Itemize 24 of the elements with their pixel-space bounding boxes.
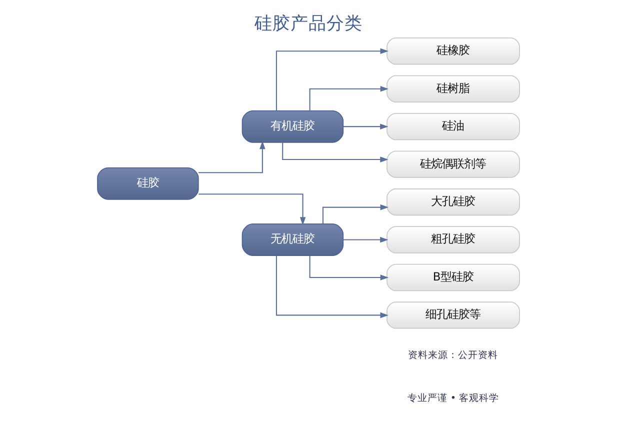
- arrow: [276, 256, 389, 318]
- arrow: [309, 256, 389, 280]
- arrow: [343, 124, 388, 130]
- node-box: 无机硅胶: [242, 224, 344, 256]
- arrow: [322, 204, 389, 224]
- node-box: 细孔硅胶等: [386, 302, 520, 329]
- node-box: 硅橡胶: [386, 38, 520, 65]
- arrow: [276, 48, 389, 111]
- arrow: [198, 194, 306, 226]
- arrow: [309, 86, 389, 110]
- node-box: 粗孔硅胶: [386, 226, 520, 254]
- node-box: B型硅胶: [386, 264, 520, 292]
- node-box: 大孔硅胶: [386, 188, 520, 216]
- label: 资料来源：公开资料: [408, 350, 498, 362]
- arrow: [282, 142, 388, 162]
- node-box: 有机硅胶: [242, 110, 344, 143]
- diagram-title: 硅胶产品分类: [254, 14, 362, 34]
- arrow: [343, 236, 388, 243]
- arrow: [198, 140, 266, 174]
- node-box: 硅胶: [97, 167, 199, 200]
- label: 专业严谨 • 客观科学: [407, 393, 500, 404]
- node-box: 硅烷偶联剂等: [386, 150, 520, 178]
- node-box: 硅油: [386, 112, 520, 140]
- node-box: 硅树脂: [386, 75, 520, 102]
